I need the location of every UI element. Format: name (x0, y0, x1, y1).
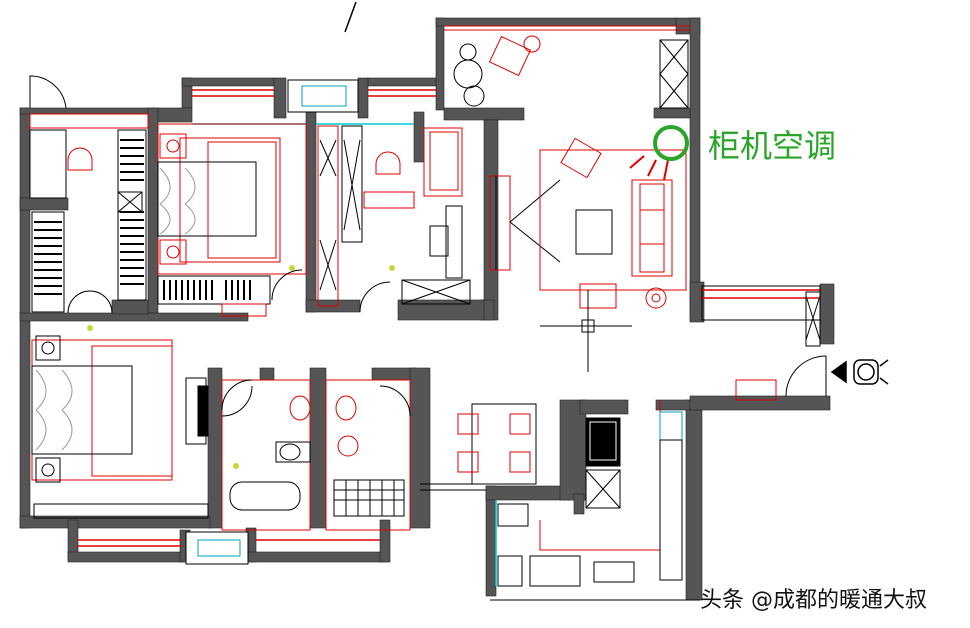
walls (19, 17, 835, 601)
entrance-person-icon (830, 359, 889, 385)
windows (78, 89, 820, 547)
glass-lines (192, 123, 497, 586)
watermark: 头条 @成都的暖通大叔 (700, 588, 927, 613)
ac-marker-icon (653, 125, 689, 161)
north-arrow-icon (344, 1, 357, 33)
ac-cabinet-label: 柜机空调 (708, 127, 837, 165)
